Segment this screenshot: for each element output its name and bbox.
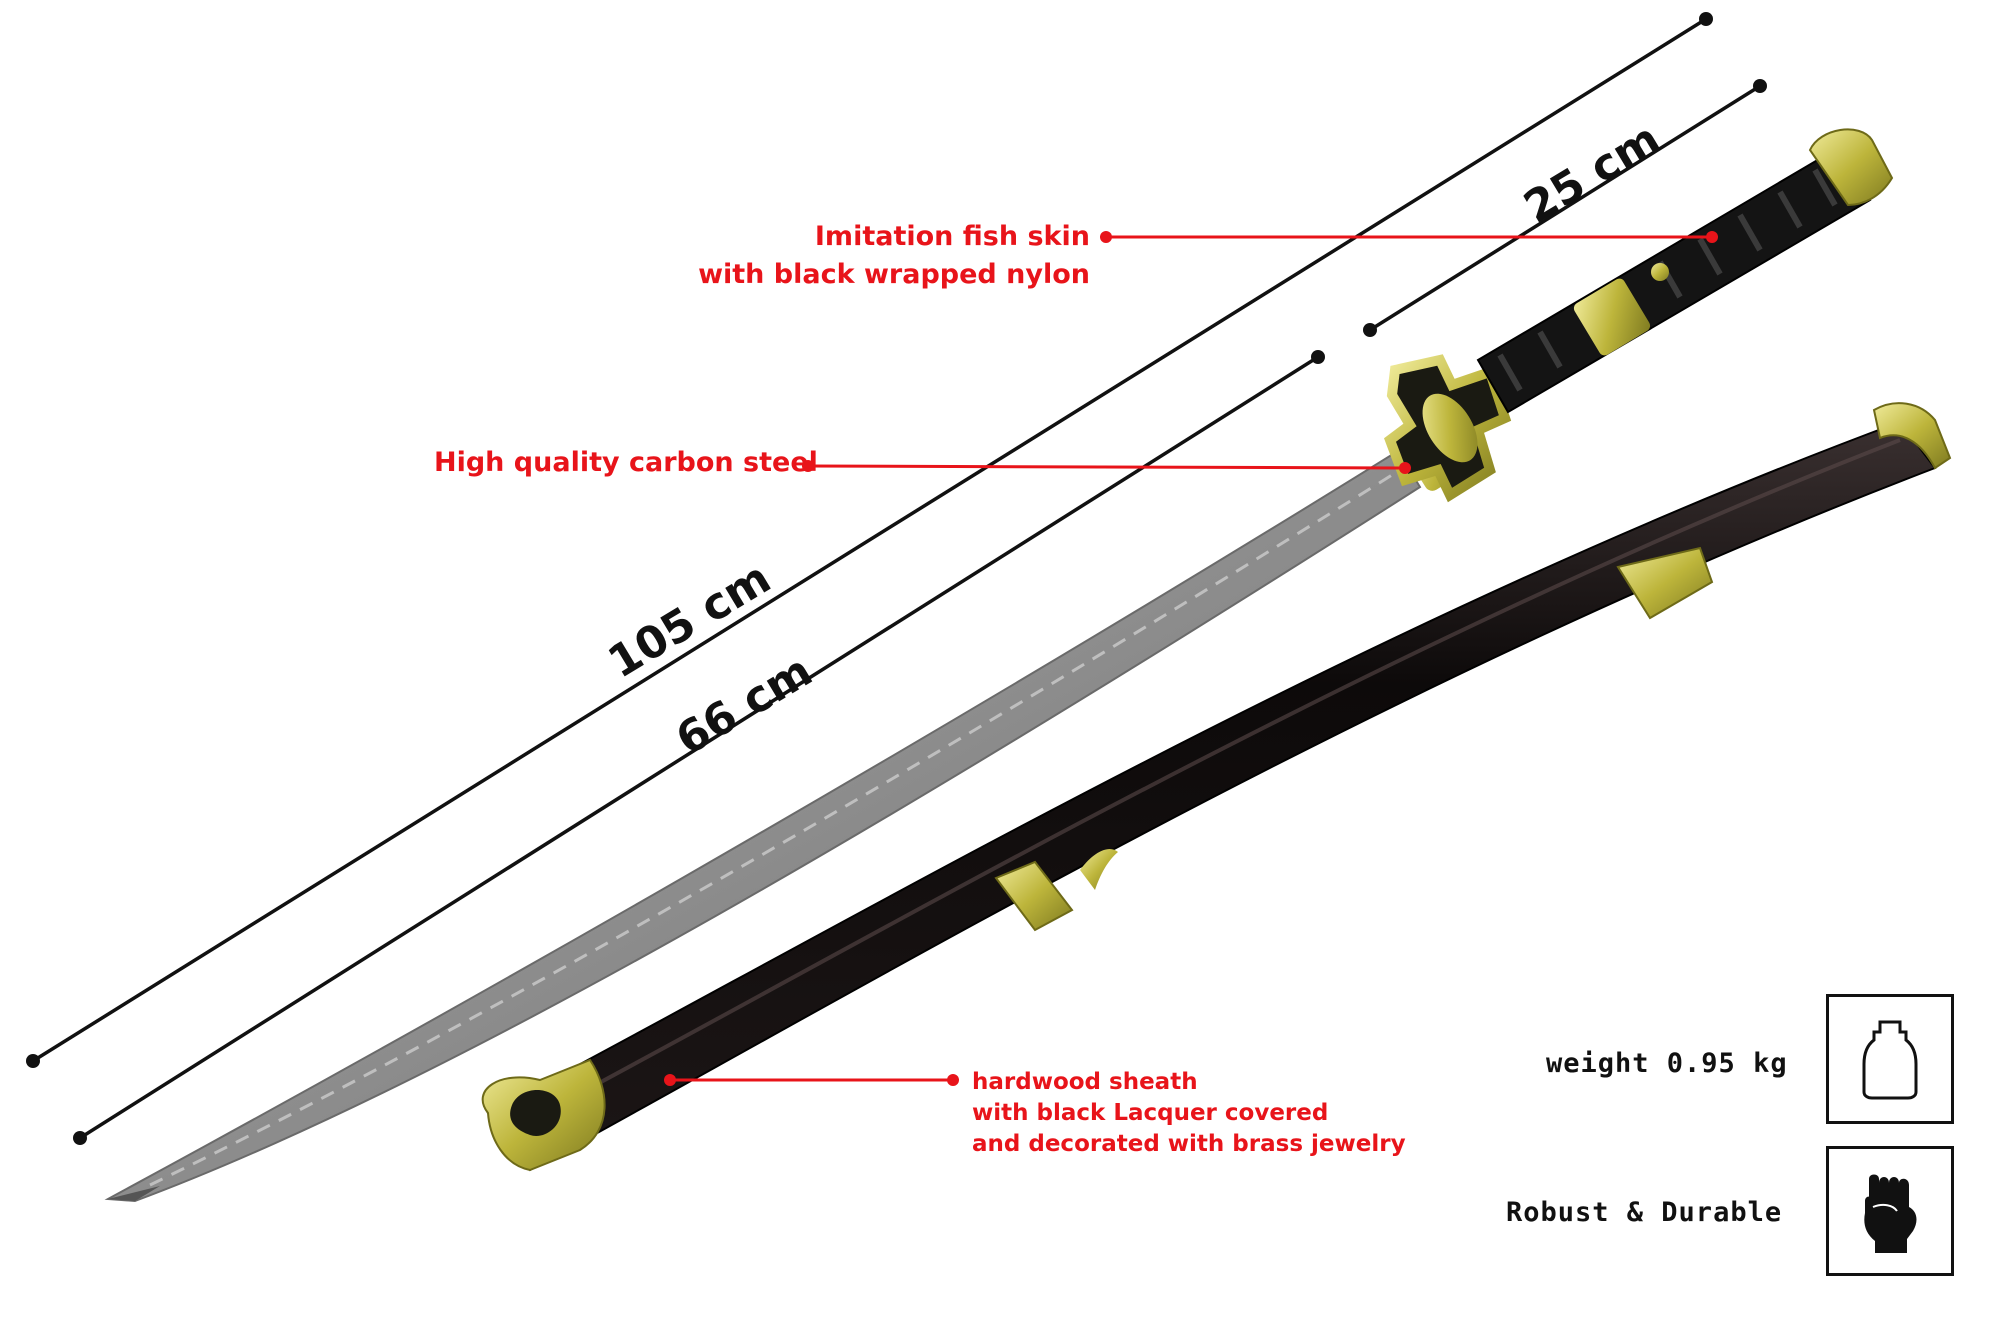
callout-sheath-text: hardwood sheath with black Lacquer cover…: [972, 1067, 1406, 1160]
fist-icon: [1864, 1174, 1917, 1253]
callout-blade-text: High quality carbon steel: [434, 447, 818, 478]
weight-icon: [1862, 1020, 1918, 1100]
callout-sheath-line2: with black Lacquer covered: [972, 1100, 1329, 1126]
feature-durable-box: [1826, 1146, 1954, 1276]
callout-handle-text: Imitation fish skin with black wrapped n…: [680, 218, 1090, 294]
feature-weight-box: [1826, 994, 1954, 1124]
tsuba-guard: [1384, 354, 1512, 503]
callout-handle-line1: Imitation fish skin: [814, 221, 1090, 252]
feature-durable-label: Robust & Durable: [1506, 1197, 1783, 1228]
dimension-line-blade: [73, 350, 1325, 1145]
dimension-line-handle: [1363, 79, 1767, 337]
handle-tsuka: [1476, 128, 1894, 414]
callout-handle-line2: with black wrapped nylon: [698, 259, 1090, 290]
callout-sheath-line1: hardwood sheath: [972, 1069, 1198, 1095]
blade: [104, 449, 1422, 1203]
callout-pointer-sheath: [664, 1074, 959, 1086]
feature-weight-label: weight 0.95 kg: [1546, 1048, 1788, 1079]
callout-pointer-handle: [1100, 231, 1718, 243]
dimension-line-overall: [26, 12, 1713, 1068]
callout-sheath-line3: and decorated with brass jewelry: [972, 1131, 1406, 1157]
sheath-saya: [481, 402, 1952, 1172]
callout-pointer-blade: [802, 460, 1411, 474]
